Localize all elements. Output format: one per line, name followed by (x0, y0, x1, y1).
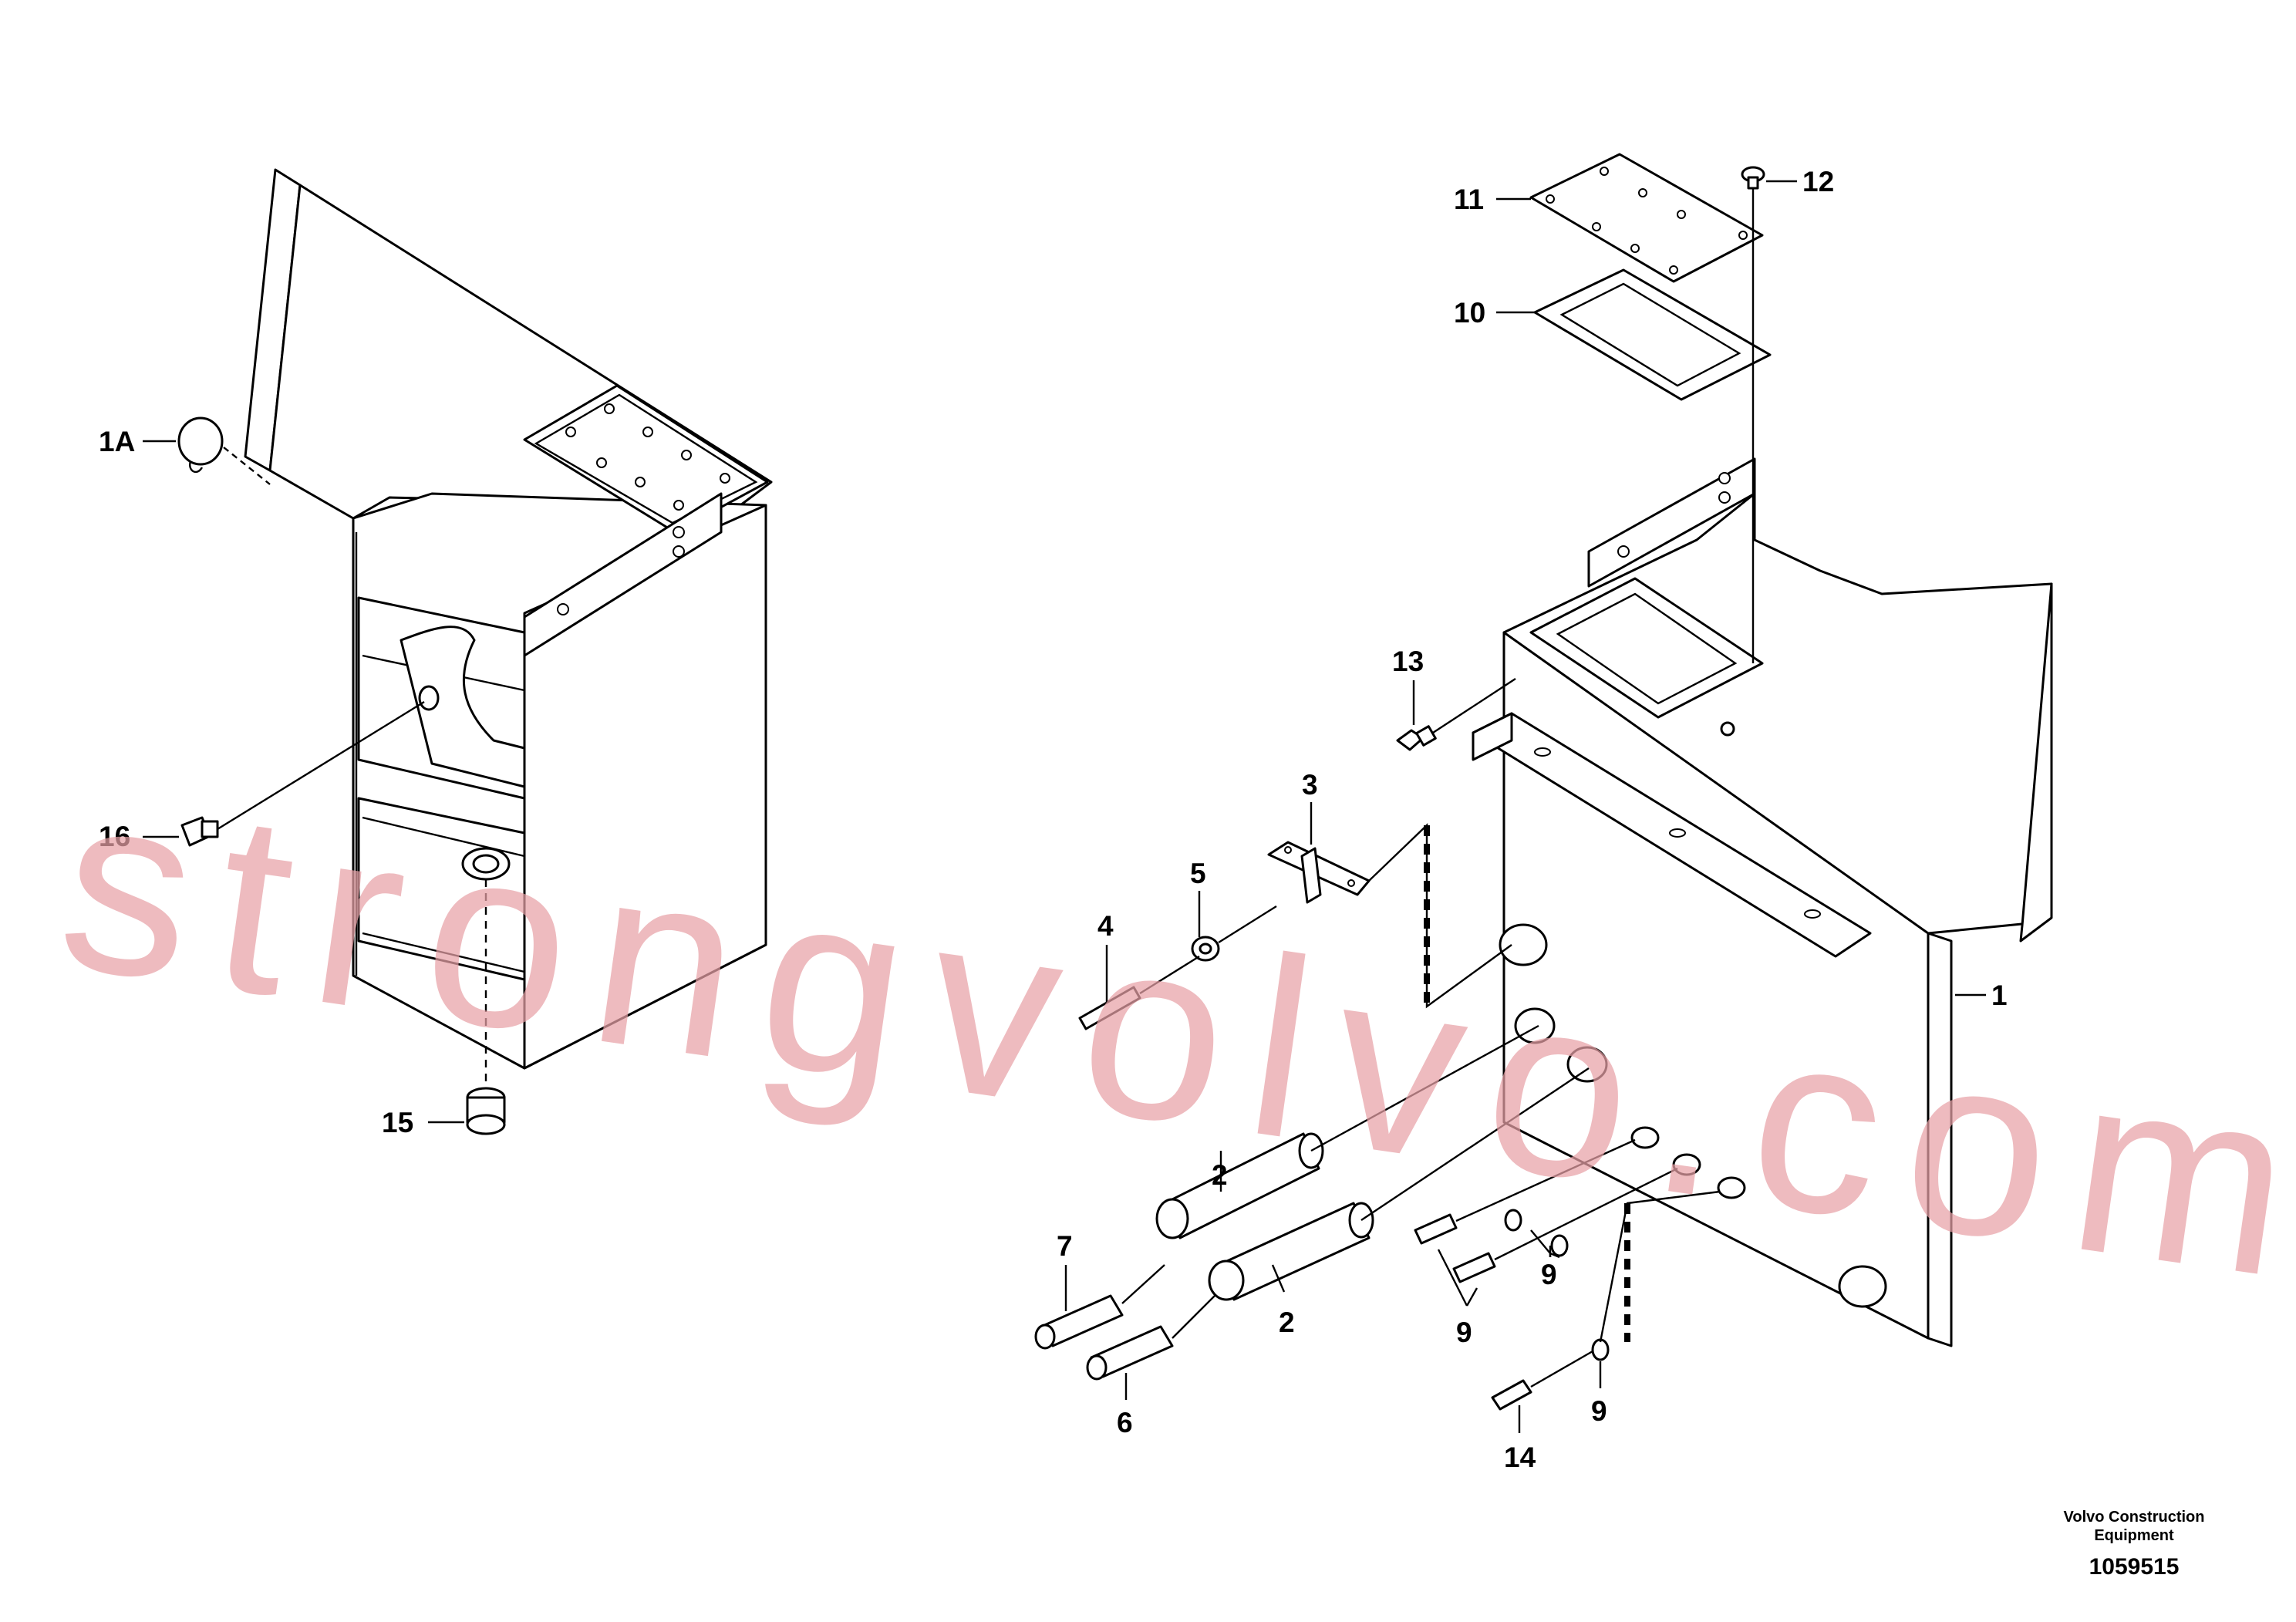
screw-4 (1078, 955, 1200, 1030)
callout-13: 13 (1392, 646, 1424, 677)
callout-1a: 1A (99, 426, 135, 457)
gasket-10 (1533, 268, 1772, 401)
callout-1: 1 (1991, 980, 2008, 1011)
washer-5 (1191, 905, 1277, 962)
brand-line-1: Volvo Construction (2063, 1509, 2205, 1526)
fitting-7 (1034, 1264, 1165, 1350)
bracket-3 (1267, 841, 1371, 904)
callout-9-b: 9 (1591, 1395, 1607, 1427)
callout-11: 11 (1454, 184, 1484, 215)
drawing-number: 1059515 (2089, 1554, 2180, 1580)
screw-12 (1741, 166, 1765, 663)
drawing-footer: Volvo Construction Equipment 1059515 (2034, 1508, 2234, 1580)
cover-11 (1529, 153, 1764, 283)
callout-6: 6 (1117, 1407, 1133, 1438)
filler-cap-1a (177, 416, 271, 485)
brand-line-2: Equipment (2094, 1527, 2174, 1544)
callout-9-a: 9 (1541, 1259, 1557, 1290)
callout-10: 10 (1454, 297, 1485, 329)
dashed-connector-3 (1368, 823, 1512, 1009)
fitting-6 (1086, 1295, 1215, 1381)
fittings-8 (1414, 1138, 1678, 1283)
callout-7: 7 (1057, 1230, 1073, 1262)
plug-15 (466, 879, 506, 1135)
callout-12: 12 (1802, 166, 1834, 197)
right-tank-assembly (1472, 457, 2053, 1347)
callout-4: 4 (1097, 910, 1114, 942)
nipple-13 (1396, 677, 1516, 751)
nipple-14 (1491, 1190, 1721, 1411)
callouts: 1A 16 15 11 10 12 13 3 5 4 1 2 2 7 6 9 (99, 166, 2008, 1473)
callout-14: 14 (1504, 1442, 1536, 1473)
drain-plug-16 (180, 700, 425, 847)
callout-15: 15 (382, 1107, 413, 1138)
callout-8: 9 (1456, 1317, 1472, 1348)
left-tank-assembly (244, 168, 773, 1070)
callout-5: 5 (1190, 858, 1206, 889)
callout-2-upper: 2 (1212, 1159, 1228, 1191)
filters-2 (1155, 1024, 1590, 1301)
callout-3: 3 (1302, 769, 1318, 801)
callout-2-lower: 2 (1279, 1307, 1295, 1338)
callout-16: 16 (99, 821, 130, 852)
